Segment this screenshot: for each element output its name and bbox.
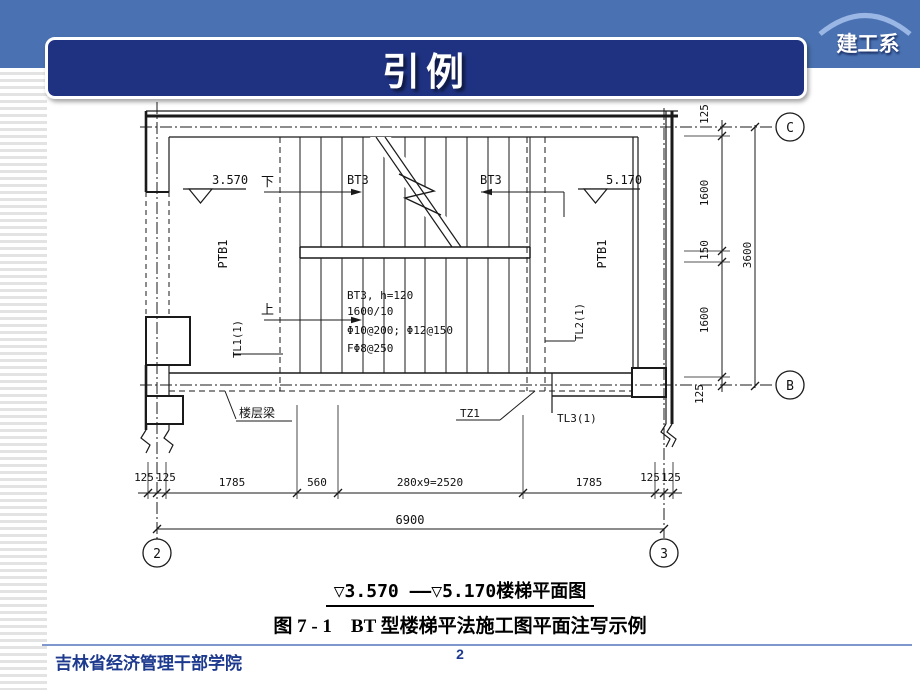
department-label: 建工系 [836, 33, 900, 56]
dim-bottom-125b: 125 [156, 471, 176, 484]
beam-tl2-label: TL2(1) [574, 303, 586, 341]
platform-right-label: PTB1 [595, 240, 609, 269]
dim-bottom-125a: 125 [134, 471, 154, 484]
beam-tl3-label: TL3(1) [557, 412, 597, 425]
dim-right-1600a: 1600 [698, 180, 711, 207]
dim-right-total: 3600 [741, 242, 754, 269]
note-line-3: Φ10@200; Φ12@150 [347, 324, 453, 337]
slide-title-bar: 引例 [45, 37, 807, 99]
drawing-caption: ▽3.570 ——▽5.170楼梯平面图 [0, 577, 920, 607]
column-tz1-label: TZ1 [460, 407, 480, 420]
leader-lines [224, 390, 536, 422]
grid-label-b: B [786, 379, 794, 394]
dimensions-bottom [138, 405, 682, 534]
grid-bubble-labels: C B 2 3 [153, 121, 794, 562]
note-line-4: FΦ8@250 [347, 342, 393, 355]
footer-organization: 吉林省经济管理干部学院 [55, 654, 242, 673]
drawing-caption-text: ▽3.570 ——▽5.170楼梯平面图 [325, 577, 595, 607]
direction-up-label: 上 [261, 302, 274, 317]
dim-bottom-1785a: 1785 [219, 476, 246, 489]
grid-label-2: 2 [153, 547, 161, 562]
footer-divider [42, 644, 912, 646]
dim-right-150: 150 [698, 240, 711, 260]
dim-right-1600b: 1600 [698, 307, 711, 334]
dim-bottom-2520: 280x9=2520 [397, 476, 463, 489]
dimension-texts-bottom: 125 125 1785 560 280x9=2520 1785 125 125… [134, 471, 681, 527]
dimensions-right [684, 120, 760, 392]
platform-boundaries [279, 137, 546, 391]
dim-bottom-125c: 125 [640, 471, 660, 484]
direction-arrows [264, 188, 565, 324]
floor-beams [169, 340, 632, 413]
direction-down-label: 下 [261, 174, 274, 189]
page-number: 2 [456, 646, 464, 662]
left-stripe-decoration [0, 68, 47, 690]
elevation-markers [183, 188, 640, 204]
grid-label-c: C [786, 121, 794, 136]
elevation-right-label: 5.170 [606, 173, 642, 187]
flight-left-label: BT3 [347, 173, 369, 187]
beam-tl1-label: TL1(1) [232, 320, 244, 358]
stair-treads-lower [299, 258, 531, 373]
notes-block: BT3, h=120 1600/10 Φ10@200; Φ12@150 FΦ8@… [347, 289, 453, 355]
dim-bottom-125d: 125 [661, 471, 681, 484]
note-line-1: BT3, h=120 [347, 289, 413, 302]
dim-bottom-560: 560 [307, 476, 327, 489]
dim-right-125a: 125 [698, 104, 711, 124]
flight-right-label: BT3 [480, 173, 502, 187]
floor-beam-label: 楼层梁 [239, 405, 275, 420]
mid-landing-band [299, 246, 531, 259]
elevation-left-label: 3.570 [212, 173, 248, 187]
dim-right-125b: 125 [693, 384, 706, 404]
break-line [370, 136, 467, 248]
grid-bubbles [142, 112, 805, 568]
grid-lines [140, 102, 775, 538]
grid-label-3: 3 [660, 547, 668, 562]
dimension-texts-right: 125 1600 150 1600 125 3600 [693, 104, 754, 404]
platform-left-label: PTB1 [216, 240, 230, 269]
walls [140, 110, 678, 454]
figure-caption: 图 7 - 1 BT 型楼梯平法施工图平面注写示例 [273, 616, 647, 637]
note-line-2: 1600/10 [347, 305, 393, 318]
dim-bottom-total: 6900 [396, 513, 425, 527]
dim-bottom-1785b: 1785 [576, 476, 603, 489]
slide-title: 引例 [381, 51, 470, 94]
department-arc-icon [818, 13, 912, 36]
